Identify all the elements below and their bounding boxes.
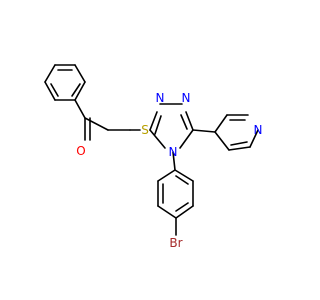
triazole-nitrogen-label-right: N — [182, 91, 191, 105]
bond — [71, 83, 81, 97]
sulfur-atom-label: S — [141, 123, 149, 137]
pyridine-ring — [214, 114, 259, 151]
oxygen-atom-label: O — [76, 144, 85, 158]
bond — [74, 81, 86, 101]
bond — [185, 111, 194, 131]
bond — [74, 99, 86, 119]
bond — [84, 117, 109, 131]
bond — [175, 205, 194, 219]
bond — [175, 202, 189, 212]
triazole-nitrogen-label-left: N — [156, 91, 165, 105]
bromine-atom-label: Br — [169, 236, 182, 250]
bond — [230, 141, 248, 146]
bromophenyl-ring — [157, 169, 194, 219]
bond — [50, 83, 59, 97]
bond — [214, 131, 230, 151]
atom-labels: O S N N N N Br — [76, 91, 262, 250]
bond — [154, 115, 162, 135]
phenyl-ring — [44, 64, 86, 101]
bond — [214, 114, 228, 133]
bond — [174, 169, 194, 182]
molecule-structure: O S N N N N Br — [44, 64, 262, 250]
bond — [149, 111, 158, 131]
triazole-ring — [149, 103, 194, 149]
bond — [180, 114, 188, 130]
bond — [192, 129, 216, 133]
bond — [74, 64, 86, 83]
bond — [157, 169, 176, 182]
bond — [44, 64, 56, 83]
bond — [149, 129, 166, 149]
bond — [157, 205, 177, 219]
bond — [179, 129, 194, 149]
triazole-nitrogen-label-bottom: N — [169, 145, 178, 159]
bond — [249, 129, 259, 148]
pyridine-nitrogen-label: N — [254, 123, 263, 137]
bond — [228, 146, 251, 151]
bond — [172, 151, 176, 171]
bond — [175, 175, 189, 185]
bond — [44, 81, 56, 101]
